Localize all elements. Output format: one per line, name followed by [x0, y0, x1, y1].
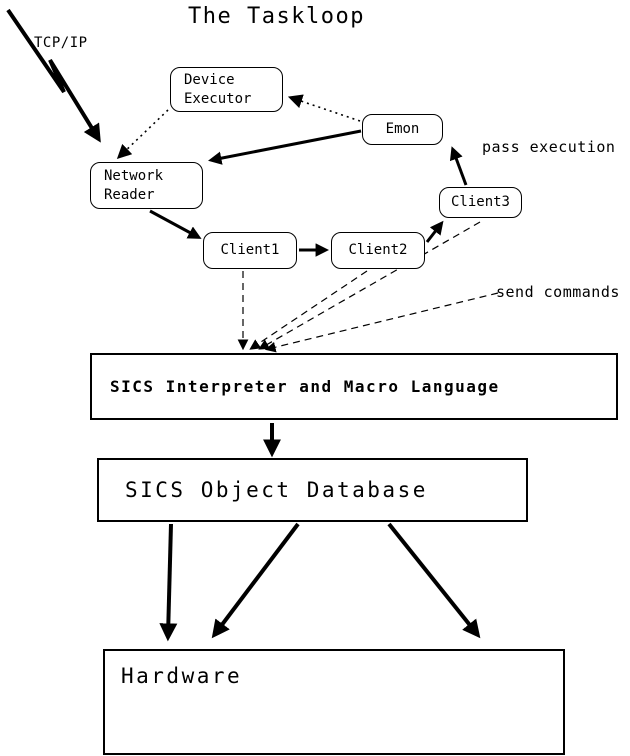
arrow-emon-to-network-reader [208, 129, 362, 165]
node-client3: Client3 [439, 187, 522, 218]
diagram-title: The Taskloop [188, 4, 365, 29]
box-sics-interpreter: SICS Interpreter and Macro Language [90, 353, 618, 420]
arrow-send-commands-to-interpreter [264, 292, 499, 353]
arrow-tcpip-lightning [6, 8, 101, 143]
box-hardware-label: Hardware [121, 664, 243, 688]
send-commands-label: send commands [496, 283, 620, 301]
node-client2: Client2 [331, 232, 425, 269]
node-client2-label: Client2 [348, 242, 408, 259]
arrow-network-reader-to-client1 [149, 209, 202, 239]
arrow-client3-to-emon [449, 146, 468, 186]
arrow-database-to-hardware-right [387, 522, 481, 639]
node-network-reader: Network Reader [90, 162, 203, 209]
arrow-device-executor-to-network-reader [116, 109, 169, 159]
node-client1: Client1 [203, 232, 297, 269]
arrow-emon-to-device-executor [287, 94, 361, 122]
node-device-executor: Device Executor [170, 67, 283, 112]
box-sics-interpreter-label: SICS Interpreter and Macro Language [110, 377, 500, 396]
arrow-database-to-hardware-left [159, 523, 178, 642]
node-network-reader-label: Network Reader [104, 167, 164, 203]
node-emon-label: Emon [385, 121, 420, 138]
node-client1-label: Client1 [220, 242, 280, 259]
arrow-database-to-hardware-middle [211, 522, 300, 639]
arrow-client2-to-client3 [425, 220, 444, 243]
node-emon: Emon [362, 114, 443, 145]
node-client3-label: Client3 [450, 194, 510, 211]
node-device-executor-label: Device Executor [184, 71, 252, 107]
box-hardware: Hardware [103, 649, 565, 755]
tcp-ip-label: TCP/IP [34, 35, 88, 51]
pass-execution-label: pass execution [482, 138, 616, 156]
arrow-client3-to-interpreter [258, 221, 481, 350]
box-sics-object-database-label: SICS Object Database [125, 478, 428, 502]
box-sics-object-database: SICS Object Database [97, 458, 528, 522]
arrow-client2-to-interpreter [249, 270, 368, 350]
